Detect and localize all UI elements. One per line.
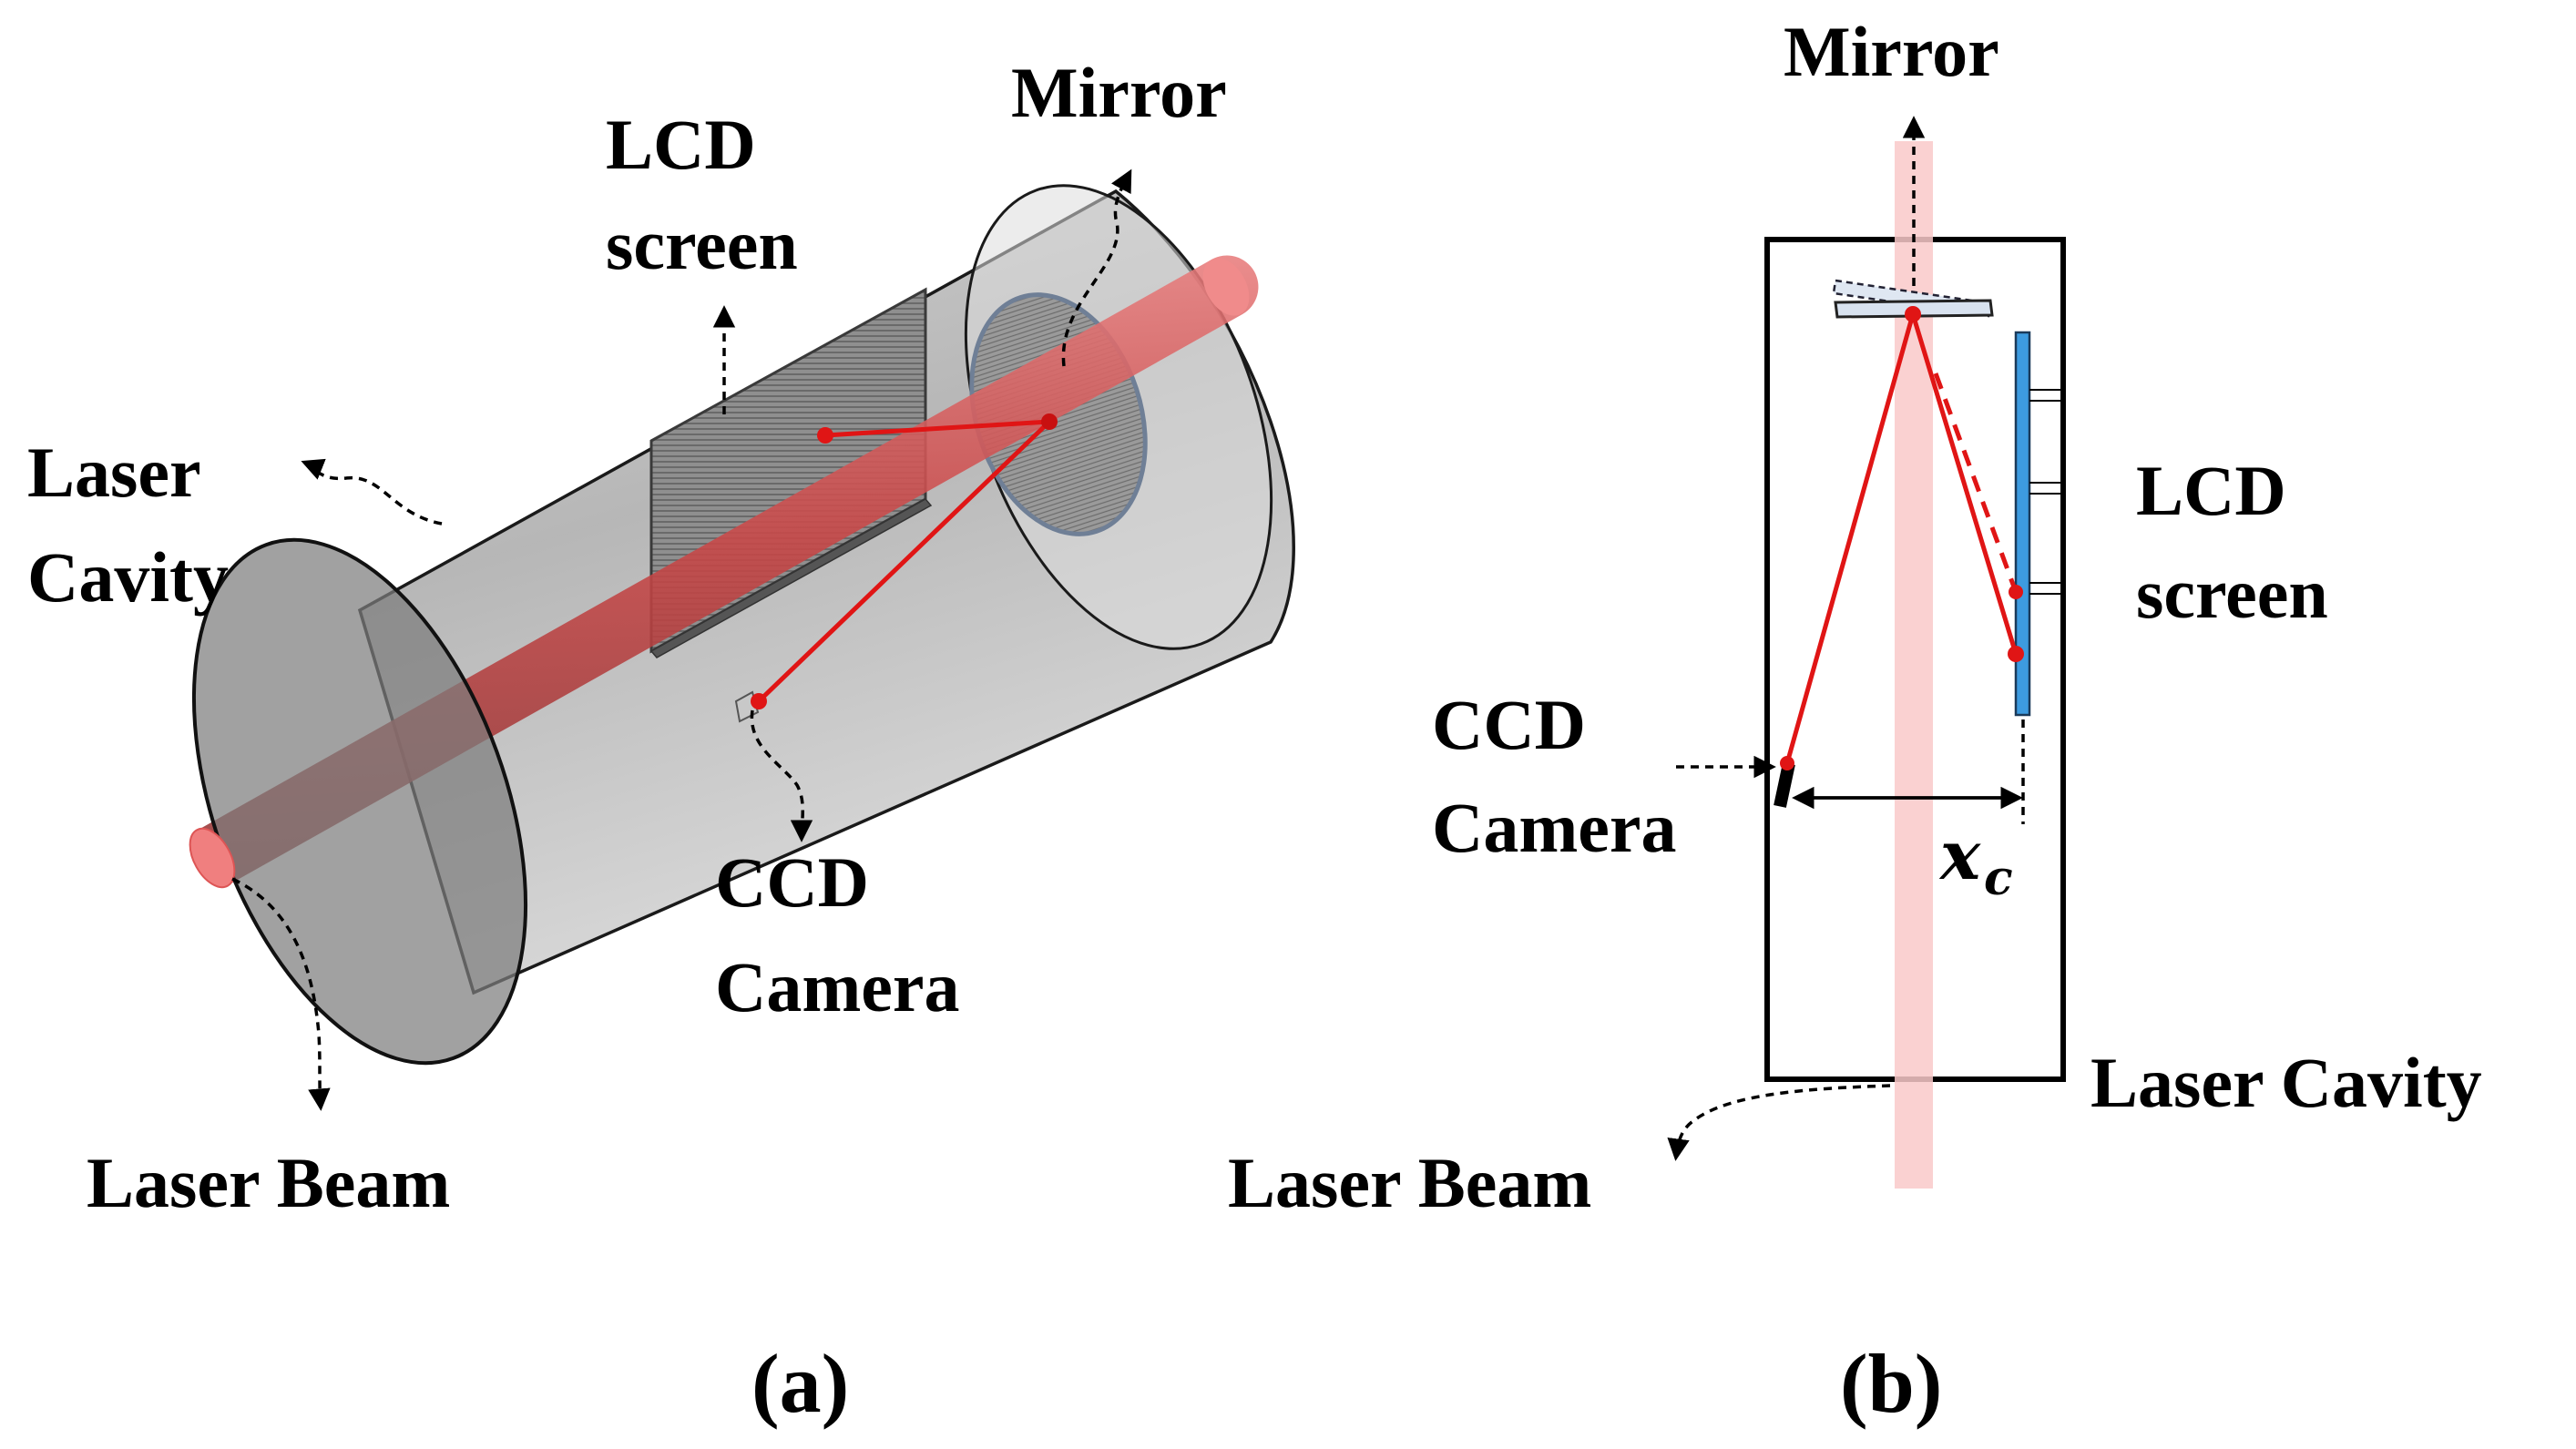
label-cavity-a-line1: Laser — [27, 433, 201, 512]
lcd-screen-edge — [649, 498, 933, 658]
label-ccd-a-line2: Camera — [715, 947, 960, 1026]
label-mirror-b: Mirror — [1784, 12, 1999, 91]
ccd-camera-b — [1774, 762, 1795, 808]
leader-mirror-a — [1061, 168, 1132, 367]
label-beam-a: Laser Beam — [87, 1143, 450, 1222]
label-ccd-b-line2: Camera — [1432, 788, 1677, 867]
label-cavity-b: Laser Cavity — [2090, 1043, 2482, 1122]
ray-point-lcd-b — [2008, 646, 2024, 662]
reflected-ray-lcd — [824, 419, 1050, 438]
label-beam-b: Laser Beam — [1228, 1143, 1591, 1222]
ray-point-lcd — [817, 427, 833, 444]
ray-point-ccd — [751, 693, 767, 709]
ray-to-lcd-dashed — [1933, 372, 2019, 593]
label-ccd-a-line1: CCD — [715, 842, 869, 922]
panel-a-diagram — [189, 168, 1295, 1111]
reflected-ray-ccd — [757, 420, 1051, 703]
label-lcd-a-line1: LCD — [606, 105, 756, 184]
panel-b-diagram — [1667, 116, 2066, 1189]
laser-beam-front — [189, 827, 236, 889]
lcd-screen-b — [2014, 331, 2031, 717]
label-lcd-b-line2: screen — [2136, 554, 2328, 633]
ray-point-ccd-b — [1780, 756, 1794, 770]
ray-to-lcd — [1910, 313, 2019, 655]
panel-a-caption: (a) — [751, 1337, 849, 1430]
label-lcd-a-line2: screen — [606, 205, 798, 284]
panel-b-caption: (b) — [1840, 1337, 1942, 1430]
laser-beam-end-back — [1202, 258, 1250, 316]
ray-point-lcd-b2 — [2009, 585, 2023, 599]
label-mirror-a: Mirror — [1011, 53, 1227, 132]
label-cavity-a-line2: Cavity — [27, 537, 229, 617]
ray-point-mirror — [1041, 413, 1058, 430]
leader-cavity-a — [301, 458, 443, 526]
ray-to-ccd — [1784, 313, 1916, 764]
ray-point-mirror-b — [1905, 306, 1921, 322]
leader-beam-a — [231, 877, 331, 1111]
label-lcd-b-line1: LCD — [2136, 451, 2286, 530]
label-distance-subscript: c — [1984, 851, 2013, 906]
label-ccd-b-line1: CCD — [1432, 685, 1586, 764]
label-distance-symbol: x — [1938, 817, 1981, 895]
leader-beam-b — [1667, 1084, 1891, 1161]
